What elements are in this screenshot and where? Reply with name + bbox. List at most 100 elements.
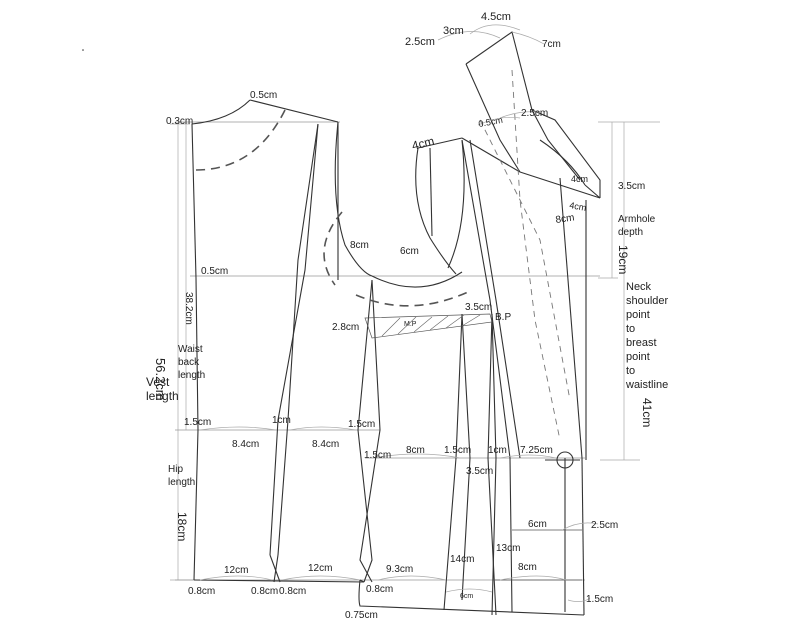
label-05-top: 0.5cm bbox=[250, 90, 277, 101]
hatch-4 bbox=[429, 315, 449, 331]
wave-collar-1 bbox=[437, 31, 501, 41]
label-13: 13cm bbox=[496, 543, 520, 554]
wave-front-hem-3 bbox=[445, 588, 493, 593]
front-dashed-line bbox=[511, 69, 561, 441]
label-28: 2.8cm bbox=[332, 322, 359, 333]
hatch-1 bbox=[381, 317, 401, 337]
front-shoulder-line bbox=[417, 137, 463, 149]
label-075: 0.75cm bbox=[345, 610, 378, 621]
label-12-b: 12cm bbox=[308, 563, 332, 574]
label-18: 18cm bbox=[175, 512, 189, 541]
label-waist-3: length bbox=[178, 370, 205, 381]
label-41: 41cm bbox=[640, 398, 654, 427]
label-45: 4.5cm bbox=[481, 11, 511, 23]
wave-collar-3 bbox=[511, 31, 545, 45]
stray-dot bbox=[82, 49, 84, 51]
label-neck-2: shoulder bbox=[626, 295, 669, 307]
label-neck-5: breast bbox=[626, 337, 657, 349]
label-84-b: 8.4cm bbox=[312, 439, 339, 450]
side-seam-a bbox=[357, 279, 373, 583]
label-15-mid: 1.5cm bbox=[348, 419, 375, 430]
collar-neck-join bbox=[461, 137, 521, 173]
hatch-2 bbox=[397, 316, 417, 335]
label-hip-2: length bbox=[168, 477, 195, 488]
mp-bp-hatch-area bbox=[364, 313, 493, 339]
front-edge-line bbox=[559, 177, 583, 459]
front-armhole-bottom bbox=[371, 271, 463, 288]
wave-front-hem-1 bbox=[377, 575, 447, 581]
label-35-shoulder: 3.5cm bbox=[618, 181, 645, 192]
label-neck-4: to bbox=[626, 323, 635, 335]
label-35-bp: 3.5cm bbox=[465, 302, 492, 313]
label-8cm-waist: 8cm bbox=[406, 445, 425, 456]
label-19: 19cm bbox=[616, 245, 630, 274]
label-armhole-2: depth bbox=[618, 227, 643, 238]
front-dashed-line-2 bbox=[479, 119, 571, 401]
label-waist-2: back bbox=[178, 357, 200, 368]
label-25-collar: 2.5cm bbox=[521, 108, 548, 119]
back-armhole bbox=[334, 121, 373, 277]
back-shoulder-line bbox=[249, 99, 339, 123]
front-hem-join bbox=[359, 579, 365, 583]
wave-15-b bbox=[567, 597, 591, 602]
label-1-waist: 1cm bbox=[488, 445, 507, 456]
wave-front-waist-1 bbox=[371, 453, 461, 459]
wave-collar-25 bbox=[499, 111, 541, 119]
hatch-6 bbox=[461, 314, 481, 327]
label-7cm: 7cm bbox=[542, 39, 561, 50]
label-15-left: 1.5cm bbox=[184, 417, 211, 428]
label-neck-6: point bbox=[626, 351, 650, 363]
wave-back-waist-1 bbox=[199, 426, 277, 431]
label-08-c: 0.8cm bbox=[279, 586, 306, 597]
wave-front-waist-2 bbox=[499, 454, 557, 459]
hatch-3 bbox=[413, 316, 433, 333]
label-4cm-a: 4cm bbox=[571, 174, 588, 184]
label-15-bottom: 1.5cm bbox=[586, 594, 613, 605]
wave-collar-05 bbox=[477, 116, 521, 126]
label-05-mid: 0.5cm bbox=[201, 266, 228, 277]
back-panel-line-a bbox=[277, 123, 319, 556]
label-15-right: 1.5cm bbox=[364, 450, 391, 461]
label-neck-8: waistline bbox=[625, 379, 668, 391]
label-6cm-lower: 6cm bbox=[528, 519, 547, 530]
wave-back-hem-2 bbox=[281, 575, 361, 581]
side-seam-b bbox=[359, 279, 381, 583]
back-neck-curve bbox=[191, 99, 251, 125]
front-armhole-inner bbox=[447, 139, 465, 269]
label-mp: M.P bbox=[404, 321, 417, 328]
label-vest-1: Vest bbox=[146, 375, 170, 389]
lapel-roll bbox=[539, 139, 586, 186]
label-25-top: 2.5cm bbox=[405, 36, 435, 48]
back-hem-line bbox=[193, 579, 365, 583]
front-armhole-outer bbox=[415, 147, 457, 275]
label-08-d: 0.8cm bbox=[366, 584, 393, 595]
wave-front-hem-2 bbox=[499, 575, 567, 581]
label-08-b: 0.8cm bbox=[251, 586, 278, 597]
front-hem-line bbox=[358, 579, 585, 616]
label-6cm-bottom: 6cm bbox=[460, 593, 473, 600]
lapel-edge bbox=[531, 109, 601, 198]
label-1-left: 1cm bbox=[272, 415, 291, 426]
label-08-a: 0.8cm bbox=[188, 586, 215, 597]
label-562: 56.2cm bbox=[153, 358, 168, 401]
label-3cm: 3cm bbox=[443, 25, 464, 37]
label-84-a: 8.4cm bbox=[232, 439, 259, 450]
front-panel-seam bbox=[461, 139, 513, 613]
label-vest-2: length bbox=[146, 389, 179, 403]
label-93: 9.3cm bbox=[386, 564, 413, 575]
front-dart-1a bbox=[461, 313, 471, 601]
wave-collar-2 bbox=[469, 24, 521, 35]
back-panel-hem-a bbox=[273, 554, 279, 583]
label-hip-1: Hip bbox=[168, 464, 183, 475]
front-center-line bbox=[581, 457, 585, 616]
back-center-line bbox=[191, 123, 199, 581]
back-panel-hem-b bbox=[269, 554, 281, 583]
wave-back-waist-2 bbox=[289, 426, 357, 431]
label-382: 38.2cm bbox=[183, 292, 194, 325]
label-neck-3: point bbox=[626, 309, 650, 321]
back-facing-dashed bbox=[195, 109, 286, 171]
label-8cm-bottom: 8cm bbox=[518, 562, 537, 573]
label-12-a: 12cm bbox=[224, 565, 248, 576]
collar-inner bbox=[465, 63, 521, 173]
